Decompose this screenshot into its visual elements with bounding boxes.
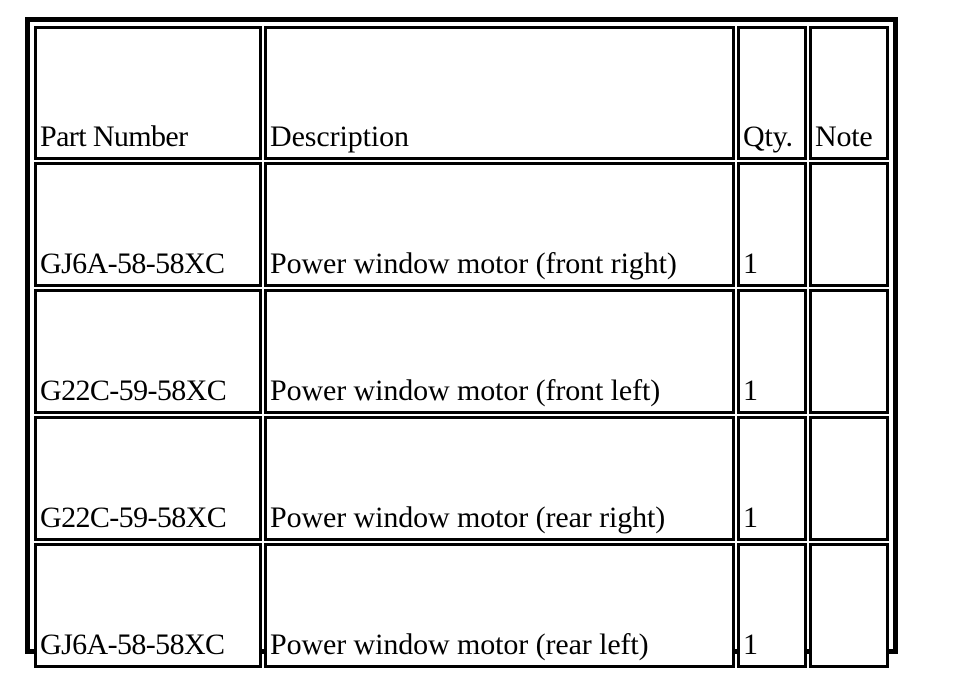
cell-part-number: G22C-59-58XC xyxy=(34,416,262,541)
column-header-qty: Qty. xyxy=(737,26,807,160)
description-value: Power window motor (front left) xyxy=(270,374,661,408)
column-header-description: Description xyxy=(264,26,735,160)
table-header-row: Part Number Description Qty. Note xyxy=(34,26,889,160)
qty-value: 1 xyxy=(743,374,758,408)
cell-qty: 1 xyxy=(737,543,807,668)
cell-note xyxy=(809,416,889,541)
column-header-note: Note xyxy=(809,26,889,160)
part-number-value: G22C-59-58XC xyxy=(40,374,227,408)
column-header-part-number-label: Part Number xyxy=(40,120,188,154)
column-header-description-label: Description xyxy=(270,120,409,154)
table-row: GJ6A-58-58XC Power window motor (rear le… xyxy=(34,543,889,668)
cell-description: Power window motor (rear left) xyxy=(264,543,735,668)
qty-value: 1 xyxy=(743,501,758,535)
qty-value: 1 xyxy=(743,247,758,281)
part-number-value: GJ6A-58-58XC xyxy=(40,628,225,662)
table-row: GJ6A-58-58XC Power window motor (front r… xyxy=(34,162,889,287)
table-row: G22C-59-58XC Power window motor (rear ri… xyxy=(34,416,889,541)
cell-part-number: GJ6A-58-58XC xyxy=(34,543,262,668)
cell-part-number: G22C-59-58XC xyxy=(34,289,262,414)
cell-qty: 1 xyxy=(737,162,807,287)
cell-description: Power window motor (rear right) xyxy=(264,416,735,541)
part-number-value: GJ6A-58-58XC xyxy=(40,247,225,281)
part-number-value: G22C-59-58XC xyxy=(40,501,227,535)
cell-part-number: GJ6A-58-58XC xyxy=(34,162,262,287)
cell-qty: 1 xyxy=(737,416,807,541)
cell-note xyxy=(809,162,889,287)
description-value: Power window motor (front right) xyxy=(270,247,677,281)
column-header-note-label: Note xyxy=(815,120,873,154)
cell-qty: 1 xyxy=(737,289,807,414)
parts-table-outer-border: Part Number Description Qty. Note xyxy=(25,17,898,668)
parts-table: Part Number Description Qty. Note xyxy=(32,24,891,670)
description-value: Power window motor (rear right) xyxy=(270,501,666,535)
qty-value: 1 xyxy=(743,628,758,662)
cell-note xyxy=(809,289,889,414)
column-header-part-number: Part Number xyxy=(34,26,262,160)
cell-description: Power window motor (front right) xyxy=(264,162,735,287)
column-header-qty-label: Qty. xyxy=(743,120,793,154)
cell-description: Power window motor (front left) xyxy=(264,289,735,414)
table-row: G22C-59-58XC Power window motor (front l… xyxy=(34,289,889,414)
description-value: Power window motor (rear left) xyxy=(270,628,649,662)
cell-note xyxy=(809,543,889,668)
